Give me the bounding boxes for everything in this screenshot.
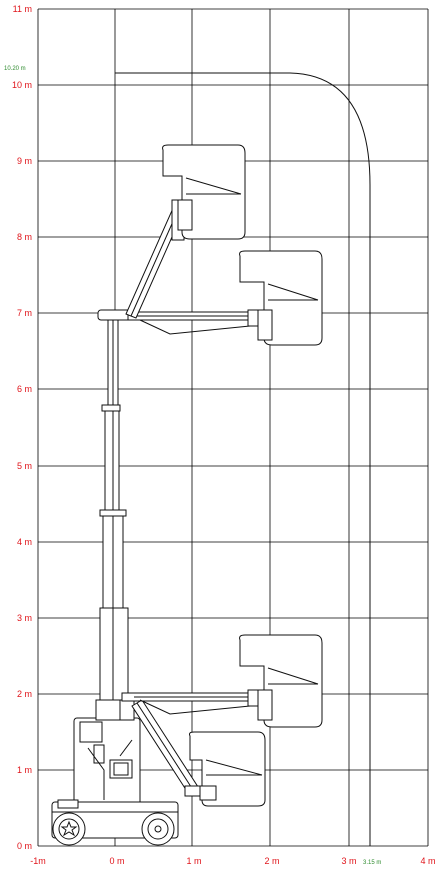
jib-horizontal-high [127, 309, 263, 335]
mast [97, 309, 137, 704]
x-label: 2 m [264, 856, 279, 866]
jib-raised [125, 199, 185, 319]
x-label: 4 m [420, 856, 435, 866]
x-label: -1m [30, 856, 46, 866]
y-label: 6 m [17, 384, 32, 394]
y-label: 0 m [17, 841, 32, 851]
x-label: 0 m [109, 856, 124, 866]
y-label: 2 m [17, 689, 32, 699]
max-outreach-label: 3.15 m [363, 860, 381, 866]
y-label: 1 m [17, 765, 32, 775]
platform-raised [162, 144, 246, 240]
lift-machine [51, 144, 323, 846]
y-label: 5 m [17, 461, 32, 471]
y-label: 11 m [13, 4, 32, 14]
y-label: 9 m [17, 156, 32, 166]
platform-lowered [189, 731, 266, 807]
y-label: 10 m [12, 80, 32, 90]
x-label: 1 m [186, 856, 201, 866]
y-label: 8 m [17, 232, 32, 242]
platform-horizontal-low [239, 634, 323, 728]
y-label: 3 m [17, 613, 32, 623]
front-wheel [52, 812, 86, 846]
y-label: 4 m [17, 537, 32, 547]
y-axis-labels: 0 m 1 m 2 m 3 m 4 m 5 m 6 m 7 m 8 m 9 m … [12, 4, 32, 851]
rear-wheel [141, 812, 175, 846]
platform-horizontal-high [239, 250, 323, 346]
x-axis-labels: -1m 0 m 1 m 2 m 3 m 4 m [30, 856, 435, 866]
max-height-label: 10.20 m [4, 66, 26, 72]
y-label: 7 m [17, 308, 32, 318]
x-label: 3 m [341, 856, 356, 866]
reach-envelope [115, 72, 371, 846]
